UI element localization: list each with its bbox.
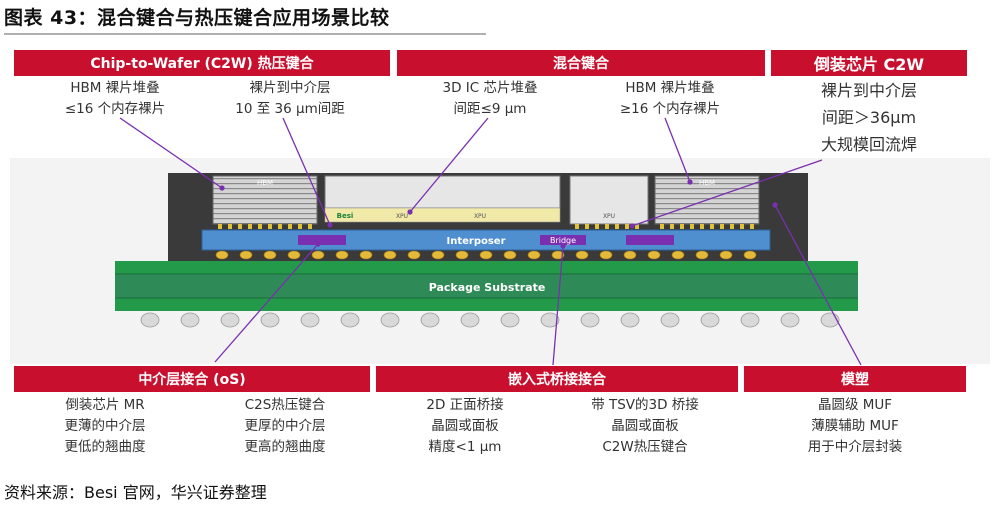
hbm-left-label: HBM xyxy=(257,179,273,187)
molding-line1: 晶圆级 MUF xyxy=(817,397,893,413)
c4-bumps xyxy=(215,250,757,260)
header-molding: 模塑 xyxy=(744,366,966,392)
xpu-label-2: XPU xyxy=(474,213,486,220)
xpu-label-3: XPU xyxy=(603,213,615,220)
besi-label: Besi xyxy=(337,212,354,220)
os-col2-line2: 更厚的中介层 xyxy=(244,418,326,434)
molding-line3: 用于中介层封装 xyxy=(807,439,903,455)
header-embedded-bridge: 嵌入式桥接接合 xyxy=(376,366,738,392)
xpu-die-main xyxy=(324,175,561,209)
header-interposer-bonding: 中介层接合 (oS) xyxy=(14,366,370,392)
xpu-label-1: XPU xyxy=(396,213,408,220)
hybrid-col1-line2: 间距≤9 μm xyxy=(453,101,527,117)
microbumps xyxy=(218,224,754,229)
os-col2-line1: C2S热压键合 xyxy=(244,397,326,413)
flipchip-line3: 大规模回流焊 xyxy=(820,135,917,154)
os-col2-line3: 更高的翘曲度 xyxy=(244,439,326,455)
bridge-col2-line1: 带 TSV的3D 桥接 xyxy=(591,397,699,413)
package-substrate xyxy=(115,274,858,298)
bridge-col1-line1: 2D 正面桥接 xyxy=(426,397,504,413)
leader-lines xyxy=(119,117,862,366)
os-col1-line2: 更薄的中介层 xyxy=(64,418,146,434)
hbm-stack-left xyxy=(212,175,318,225)
c2w-col1-line2: ≤16 个内存裸片 xyxy=(64,101,166,117)
header-c2w-tcb: Chip-to-Wafer (C2W) 热压键合 xyxy=(14,50,390,76)
hybrid-col2-line1: HBM 裸片堆叠 xyxy=(625,80,715,96)
page-title: 图表 43：混合键合与热压键合应用场景比较 xyxy=(4,7,390,29)
bridge-label: Bridge xyxy=(550,236,576,245)
bridge-col1-line2: 晶圆或面板 xyxy=(431,418,499,434)
bridge-col2-line2: 晶圆或面板 xyxy=(611,418,679,434)
flipchip-line2: 间距＞36μm xyxy=(821,108,917,127)
substrate-bottom-layer xyxy=(115,298,858,311)
molding-line2: 薄膜辅助 MUF xyxy=(811,418,899,434)
substrate-label: Package Substrate xyxy=(429,281,546,294)
hybrid-col1-line1: 3D IC 芯片堆叠 xyxy=(442,80,538,96)
bridge-col2-line3: C2W热压键合 xyxy=(602,439,688,455)
bridge-left xyxy=(298,235,346,245)
flipchip-line1: 裸片到中介层 xyxy=(820,81,917,100)
source-note: 资料来源：Besi 官网，华兴证券整理 xyxy=(4,483,267,502)
c2w-col1-line1: HBM 裸片堆叠 xyxy=(70,80,160,96)
header-hybrid-bonding: 混合键合 xyxy=(397,50,765,76)
hybrid-col2-line2: ≥16 个内存裸片 xyxy=(619,101,721,117)
c2w-col2-line2: 10 至 36 μm间距 xyxy=(235,101,345,117)
header-flip-chip-c2w: 倒装芯片 C2W xyxy=(771,50,967,76)
bridge-right xyxy=(626,235,674,245)
leader-dots xyxy=(219,179,778,249)
bridge-center xyxy=(540,235,586,245)
bga-solder-balls xyxy=(140,312,840,328)
c2w-col2-line1: 裸片到中介层 xyxy=(249,80,331,96)
xpu-hybrid-layer xyxy=(324,207,561,223)
hbm-right-label: HBM xyxy=(699,179,715,187)
bridge-col1-line3: 精度<1 μm xyxy=(428,439,502,455)
substrate-top-layer xyxy=(115,261,858,274)
os-col1-line3: 更低的翘曲度 xyxy=(64,439,146,455)
interposer-label: Interposer xyxy=(446,236,505,247)
title-underline xyxy=(4,33,486,35)
hbm-stack-right xyxy=(654,175,760,225)
os-col1-line1: 倒装芯片 MR xyxy=(65,397,145,413)
